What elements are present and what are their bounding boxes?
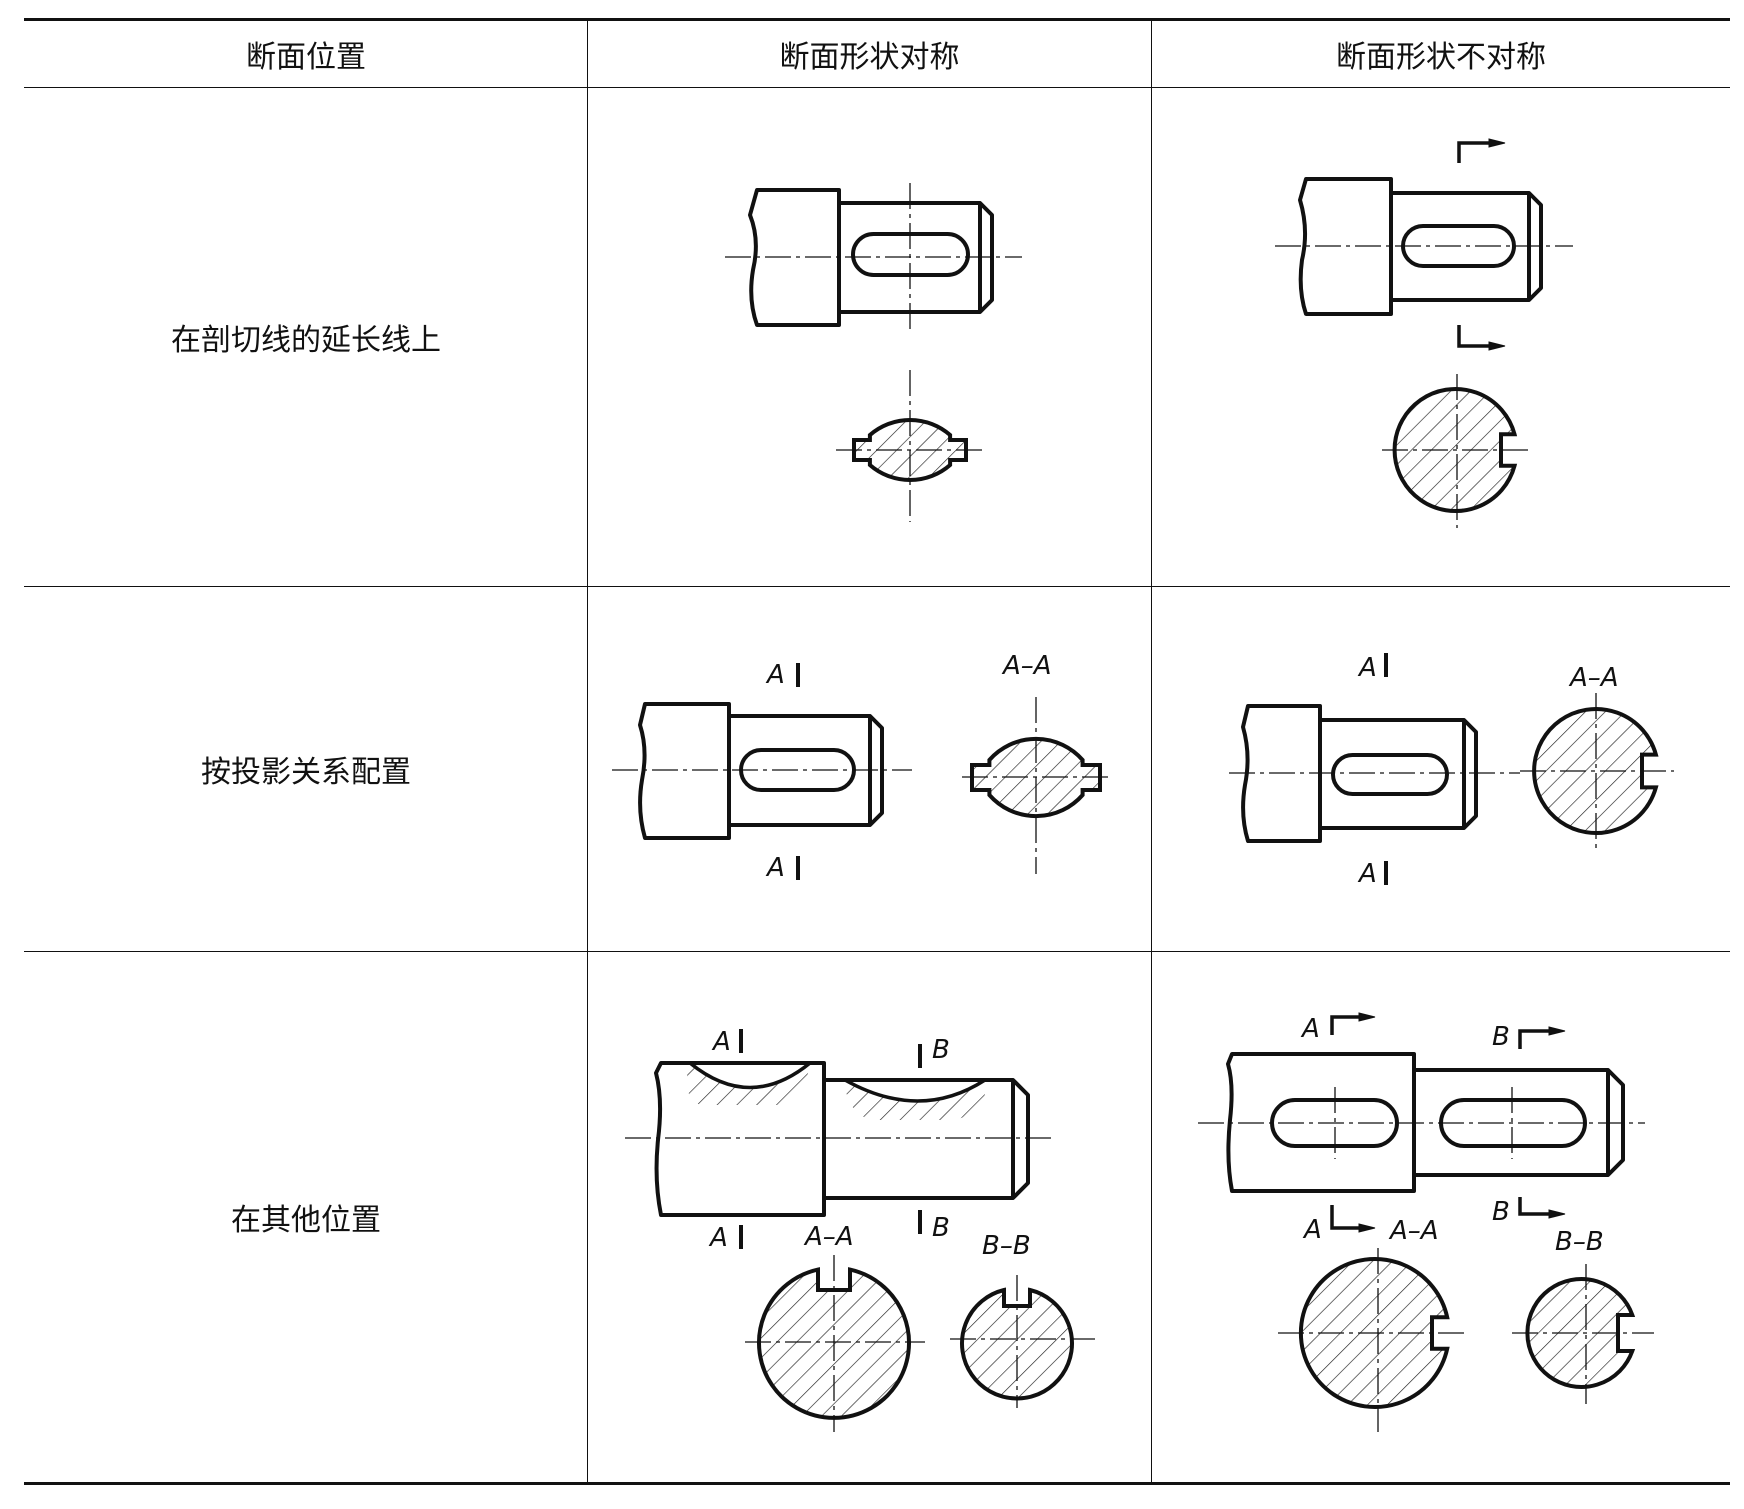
label-b-bottom-r3-asym: B — [1492, 1197, 1510, 1227]
section-hatch-r2-asym — [1532, 707, 1659, 835]
section-r1-sym — [836, 370, 984, 522]
section-r1-asym — [1382, 374, 1532, 528]
cut-arrow-bottom-r1-asym — [1457, 325, 1506, 351]
label-a-top-r3-sym: A — [711, 1027, 731, 1057]
section-bb-r3-sym — [950, 1275, 1095, 1408]
label-aa-r2-sym: A–A — [1001, 651, 1052, 681]
label-a-bottom-r2-asym: A — [1357, 859, 1377, 889]
section-hatch-bb-r3-asym — [1525, 1277, 1636, 1389]
section-aa-r3-asym — [1278, 1248, 1466, 1432]
label-bb-r3-sym: B–B — [982, 1231, 1031, 1261]
removed-section-a-r3-sym — [686, 1063, 810, 1105]
centerlines-r1-sym — [725, 183, 1022, 330]
label-a-bottom-r2-sym: A — [765, 853, 785, 883]
header-symmetric-section: 断面形状对称 — [779, 40, 960, 75]
section-hatch-bb-r3-sym — [960, 1287, 1074, 1401]
label-aa-r3-sym: A–A — [803, 1222, 854, 1252]
label-b-top-r3-sym: B — [932, 1035, 950, 1065]
table-top-rule — [24, 18, 1730, 21]
column-divider-1 — [587, 20, 588, 1483]
column-divider-2 — [1151, 20, 1152, 1483]
header-asymmetric-section: 断面形状不对称 — [1336, 40, 1546, 75]
centerlines-r3-asym — [1198, 1087, 1645, 1159]
section-aa-r3-sym — [745, 1255, 925, 1432]
row-label-other-position: 在其他位置 — [231, 1203, 381, 1238]
row2-bottom-rule — [24, 951, 1730, 952]
label-a-top-r2-sym: A — [765, 660, 785, 690]
header-section-position: 断面位置 — [246, 40, 366, 75]
label-aa-r3-asym: A–A — [1388, 1216, 1439, 1246]
label-a-bottom-r3-sym: A — [708, 1223, 728, 1253]
label-bb-r3-asym: B–B — [1555, 1227, 1604, 1257]
cut-arrows-r3-asym — [1330, 1012, 1566, 1233]
row-label-extension-line: 在剖切线的延长线上 — [171, 323, 441, 358]
shaft-keyway-r2-asym — [1241, 704, 1478, 843]
section-r2-sym — [962, 697, 1110, 874]
label-b-bottom-r3-sym: B — [932, 1213, 950, 1243]
header-bottom-rule — [24, 87, 1730, 88]
cut-arrow-top-r1-asym — [1457, 138, 1506, 163]
label-aa-r2-asym: A–A — [1568, 663, 1619, 693]
label-b-top-r3-asym: B — [1492, 1022, 1510, 1052]
label-a-top-r3-asym: A — [1300, 1014, 1320, 1044]
removed-section-b-r3-sym — [845, 1080, 986, 1120]
cut-marks-r3-sym — [739, 1029, 922, 1249]
row1-bottom-rule — [24, 586, 1730, 587]
stepped-shaft-r3-sym — [654, 1061, 1030, 1217]
section-r2-asym — [1520, 693, 1674, 850]
shaft-keyway-r2-sym — [638, 702, 884, 840]
label-a-top-r2-asym: A — [1357, 653, 1377, 683]
table-bottom-rule — [24, 1482, 1730, 1485]
row-label-projection: 按投影关系配置 — [201, 755, 411, 790]
label-a-bottom-r3-asym: A — [1302, 1215, 1322, 1245]
section-bb-r3-asym — [1512, 1264, 1654, 1404]
